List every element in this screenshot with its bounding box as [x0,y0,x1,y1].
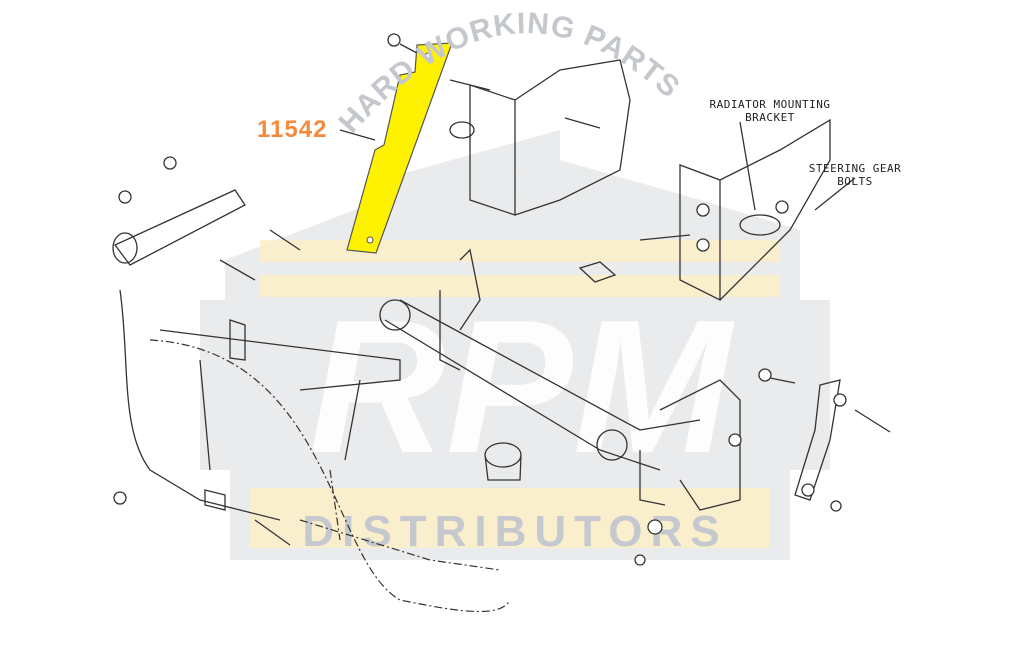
part-number-label[interactable]: 11542 [257,116,328,143]
callout-line: BOLTS [837,175,873,188]
radiator-mounting-bracket-callout: RADIATOR MOUNTING BRACKET [700,98,840,124]
watermark-brand: RPM [309,281,735,493]
highlighted-bracket-11542[interactable] [346,42,453,254]
watermark-subtitle: DISTRIBUTORS [302,507,727,556]
steering-gear-bolts-callout: STEERING GEAR BOLTS [800,162,910,188]
callout-line: BRACKET [745,111,795,124]
callout-line: STEERING GEAR [808,162,902,175]
callout-line: RADIATOR MOUNTING [709,98,831,111]
assembly-line-art [112,33,891,613]
